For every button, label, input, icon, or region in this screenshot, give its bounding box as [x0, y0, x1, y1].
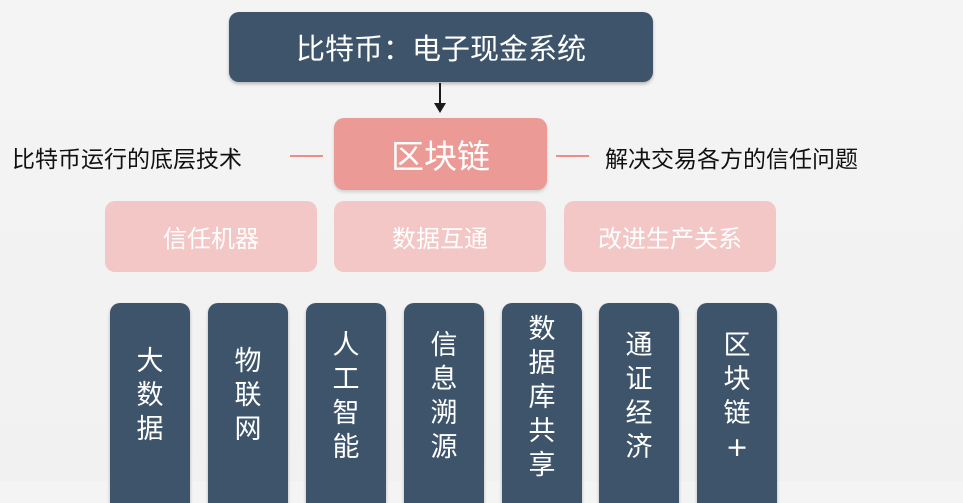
application-label: 数据库共享 — [528, 314, 556, 481]
left-note: 比特币运行的底层技术 — [12, 147, 242, 173]
application-label: 大数据 — [136, 346, 164, 445]
right-note: 解决交易各方的信任问题 — [605, 147, 858, 173]
blockchain-label: 区块链 — [391, 137, 490, 176]
right-connector — [556, 155, 589, 157]
application-tile-blockchain-plus: 区块链+ — [697, 303, 777, 503]
bitcoin-title: 比特币：电子现金系统 — [295, 32, 586, 66]
down-arrow-head — [434, 103, 446, 113]
left-connector — [290, 155, 323, 157]
application-label: 物联网 — [234, 346, 262, 445]
application-tile-iot: 物联网 — [208, 303, 288, 503]
blockchain-box: 区块链 — [334, 118, 547, 190]
down-arrow-line — [439, 83, 441, 105]
application-tile-ai: 人工智能 — [306, 303, 386, 503]
feature-trust-machine: 信任机器 — [105, 201, 317, 272]
application-label: 信息溯源 — [430, 330, 458, 463]
application-tile-big-data: 大数据 — [110, 303, 190, 503]
feature-data-interconnect: 数据互通 — [334, 201, 546, 272]
application-label: 人工智能 — [332, 330, 360, 463]
bitcoin-title-box: 比特币：电子现金系统 — [229, 12, 653, 82]
feature-production-relations: 改进生产关系 — [564, 201, 776, 272]
application-label: 区块链+ — [723, 330, 751, 463]
application-label: 通证经济 — [625, 330, 653, 463]
feature-label: 信任机器 — [163, 225, 259, 253]
application-tile-traceability: 信息溯源 — [404, 303, 484, 503]
application-tile-token-economy: 通证经济 — [599, 303, 679, 503]
feature-label: 改进生产关系 — [598, 225, 742, 253]
feature-label: 数据互通 — [392, 225, 488, 253]
application-tile-database-sharing: 数据库共享 — [502, 303, 582, 503]
